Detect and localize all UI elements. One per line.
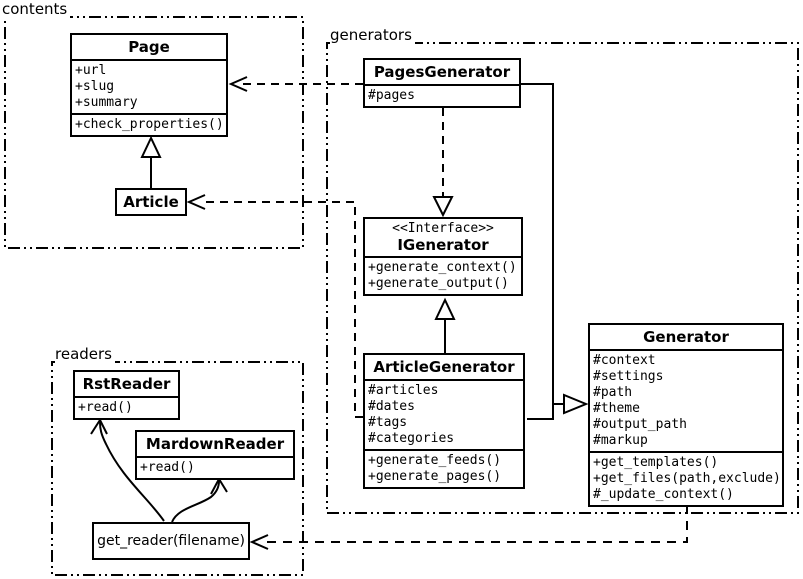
dependency-arrow-generator-to-getreader xyxy=(249,505,688,550)
articlegenerator-method: +generate_feeds() xyxy=(368,453,502,468)
realization-arrow-pagesgenerator-to-igenerator xyxy=(432,108,454,218)
articlegenerator-attribute: #articles xyxy=(368,383,439,398)
package-generators-border xyxy=(326,42,799,514)
generator-attributes-section: #context #settings #path #theme #output_… xyxy=(590,349,782,451)
mardownreader-method: +read() xyxy=(140,460,195,475)
inheritance-arrow-generators-to-generator xyxy=(521,83,589,420)
pagesgenerator-attributes-section: #pages xyxy=(365,84,519,106)
pagesgenerator-attribute: #pages xyxy=(368,88,415,103)
rstreader-class: RstReader +read() xyxy=(73,370,180,420)
articlegenerator-class: ArticleGenerator #articles #dates #tags … xyxy=(363,353,525,489)
igenerator-class-name: IGenerator xyxy=(397,236,489,254)
page-class: Page +url +slug +summary +check_properti… xyxy=(70,33,228,137)
mardownreader-methods-section: +read() xyxy=(137,456,293,478)
igenerator-method: +generate_context() xyxy=(368,260,517,275)
rstreader-methods-section: +read() xyxy=(75,396,178,418)
articlegenerator-attribute: #categories xyxy=(368,431,455,446)
articlegenerator-attribute: #tags xyxy=(368,415,408,430)
page-attribute: +slug xyxy=(75,79,115,94)
dependency-arrow-pagesgenerator-to-page xyxy=(228,76,363,92)
package-label-readers: readers xyxy=(55,346,115,363)
generator-methods-section: +get_templates() +get_files(path,exclude… xyxy=(590,451,782,505)
inheritance-arrow-article-to-page xyxy=(140,135,162,188)
articlegenerator-class-name: ArticleGenerator xyxy=(373,358,515,376)
page-method: +check_properties() xyxy=(75,117,224,132)
page-methods-section: +check_properties() xyxy=(72,113,226,135)
articlegenerator-method: +generate_pages() xyxy=(368,469,502,484)
package-label-contents: contents xyxy=(2,1,71,18)
pagesgenerator-class: PagesGenerator #pages xyxy=(363,58,521,108)
arrow-getreader-to-rstreader xyxy=(90,417,165,522)
article-class-name: Article xyxy=(123,193,179,211)
igenerator-header: <<Interface>> IGenerator xyxy=(365,219,521,256)
page-attributes-section: +url +slug +summary xyxy=(72,59,226,113)
dependency-arrow-articlegenerator-to-article xyxy=(186,194,363,418)
generator-attribute: #output_path xyxy=(593,417,687,432)
mardownreader-class-name: MardownReader xyxy=(145,435,285,453)
rstreader-class-name: RstReader xyxy=(82,375,171,393)
package-contents-border xyxy=(4,16,304,249)
generator-method: #_update_context() xyxy=(593,487,734,502)
igenerator-methods-section: +generate_context() +generate_output() xyxy=(365,256,521,294)
igenerator-stereotype: <<Interface>> xyxy=(392,221,494,236)
pagesgenerator-class-name: PagesGenerator xyxy=(373,63,511,81)
igenerator-method: +generate_output() xyxy=(368,276,509,291)
package-label-generators: generators xyxy=(330,27,415,44)
articlegenerator-attribute: #dates xyxy=(368,399,415,414)
generator-attribute: #context xyxy=(593,353,656,368)
getreader-function-label: get_reader(filename) xyxy=(97,533,245,549)
page-attribute: +url xyxy=(75,63,107,78)
igenerator-interface: <<Interface>> IGenerator +generate_conte… xyxy=(363,217,523,296)
mardownreader-class: MardownReader +read() xyxy=(135,430,295,480)
articlegenerator-attributes-section: #articles #dates #tags #categories xyxy=(365,379,523,449)
generator-method: +get_files(path,exclude) xyxy=(593,471,781,486)
generator-class: Generator #context #settings #path #them… xyxy=(588,323,784,507)
rstreader-method: +read() xyxy=(78,400,133,415)
page-class-name: Page xyxy=(128,38,170,56)
generator-attribute: #settings xyxy=(593,369,664,384)
generator-attribute: #theme xyxy=(593,401,640,416)
package-readers-border xyxy=(51,361,304,576)
arrow-getreader-to-mardownreader xyxy=(171,476,228,523)
generator-class-name: Generator xyxy=(643,328,729,346)
inheritance-arrow-articlegenerator-to-igenerator xyxy=(434,297,456,353)
articlegenerator-methods-section: +generate_feeds() +generate_pages() xyxy=(365,449,523,487)
article-class: Article xyxy=(115,188,187,216)
generator-attribute: #markup xyxy=(593,433,648,448)
generator-attribute: #path xyxy=(593,385,633,400)
generator-method: +get_templates() xyxy=(593,455,719,470)
page-attribute: +summary xyxy=(75,95,138,110)
getreader-function-box: get_reader(filename) xyxy=(92,522,250,560)
